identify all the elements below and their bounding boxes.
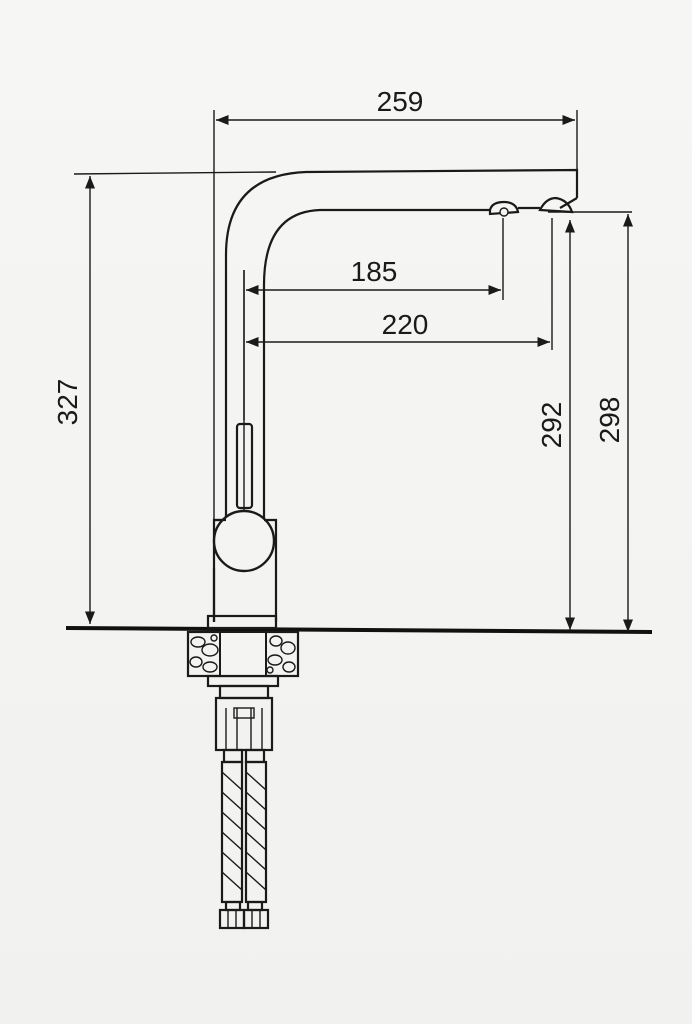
mounting-nut — [206, 674, 280, 752]
faucet-body — [206, 168, 579, 630]
countertop-line — [65, 626, 653, 634]
dim-outlet-height-rear: 298 — [594, 397, 625, 444]
dim-overall-width: 259 — [377, 86, 424, 117]
dim-total-height: 327 — [52, 379, 83, 426]
braided-supply-hoses — [218, 748, 270, 930]
countertop-section — [186, 630, 300, 678]
dimension-lines — [84, 114, 634, 632]
dim-spout-reach-inner: 185 — [351, 256, 398, 287]
dim-outlet-height-front: 292 — [536, 402, 567, 449]
dim-spout-reach-outer: 220 — [382, 309, 429, 340]
extension-lines — [73, 110, 632, 622]
